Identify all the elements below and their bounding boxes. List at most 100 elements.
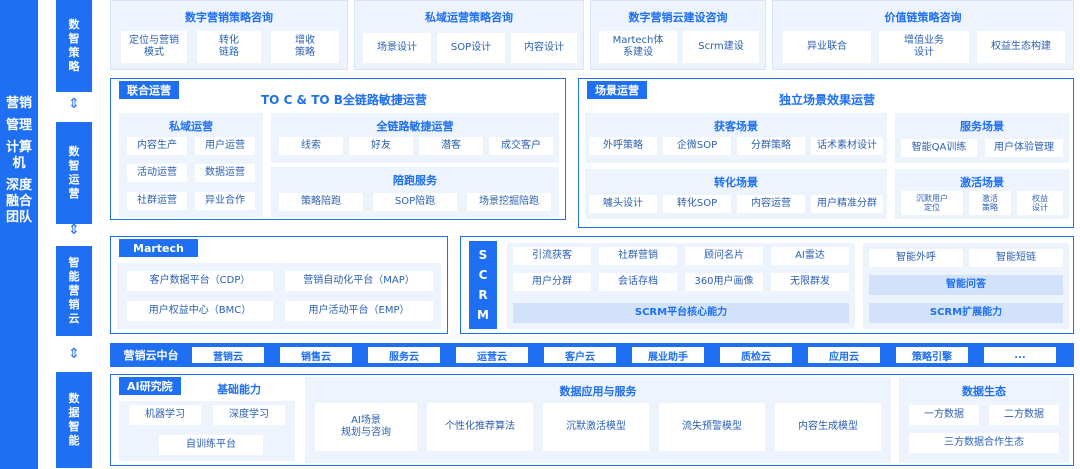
ai-base-title: 基础能力: [217, 383, 261, 396]
private-ops-item: 数据运营: [195, 164, 255, 182]
ai-eco-item: 一方数据: [909, 405, 979, 425]
ai-base-item: 自训练平台: [159, 435, 263, 455]
race-item: 场景挖掘陪跑: [467, 193, 551, 211]
activate-item: 权益 设计: [1017, 191, 1063, 215]
convert-scene-box: 转化场景 噱头设计 转化SOP 内容运营 用户精准分群: [585, 169, 887, 219]
ai-institute-panel: AI研究院 基础能力 机器学习 深度学习 自训练平台 数据应用与服务 AI场景 …: [110, 374, 1074, 466]
cloud-item: 应用云: [808, 347, 880, 363]
scrm-core-item: 会话存档: [599, 273, 677, 291]
layer-strategy: 数智策略: [56, 0, 92, 92]
acquire-item: 外呼策略: [589, 137, 657, 155]
private-ops-item: 异业合作: [195, 192, 255, 210]
martech-item: 用户活动平台（EMP）: [285, 301, 433, 321]
agile-ops-item: 成交客户: [489, 137, 553, 155]
private-ops-box: 私域运营 内容生产 用户运营 活动运营 数据运营 社群运营 异业合作: [119, 113, 263, 217]
strategy-item: 异业联合: [783, 31, 871, 63]
martech-item: 营销自动化平台（MAP）: [285, 271, 433, 291]
race-item: 策略陪跑: [279, 193, 363, 211]
scene-operations-panel: 场景运营 独立场景效果运营 获客场景 外呼策略 企微SOP 分群策略 话术素材设…: [578, 78, 1074, 228]
martech-item: 客户数据平台（CDP）: [127, 271, 273, 291]
strategy-item: Scrm建设: [683, 31, 759, 63]
martech-item: 用户权益中心（BMC）: [127, 301, 273, 321]
scene-ops-heading: 独立场景效果运营: [779, 93, 876, 107]
ai-eco-item: 三方数据合作生态: [909, 433, 1059, 453]
joint-ops-tag: 联合运营: [119, 81, 179, 99]
ai-app-item: 流失预警模型: [659, 403, 765, 451]
agile-ops-item: 潜客: [419, 137, 483, 155]
arrow-down-icon: ⇕: [68, 346, 80, 362]
scrm-core-box: 引流获客 社群营销 顾问名片 AI雷达 用户分群 会话存档 360用户画像 无限…: [507, 243, 855, 329]
left-title-3: 计算机: [6, 140, 33, 171]
cloud-item: 服务云: [368, 347, 440, 363]
scrm-vertical-label: S C R M: [469, 241, 497, 329]
strategy-value-chain: 价值链策略咨询 异业联合 增值业务 设计 权益生态构建: [772, 0, 1074, 70]
scrm-ext-highlight: 智能问答: [869, 275, 1063, 295]
private-ops-item: 内容生产: [127, 137, 187, 155]
scrm-core-item: 引流获客: [513, 247, 591, 265]
layer-cloud: 智能营销云: [56, 246, 92, 336]
layer-data: 数据智能: [56, 372, 92, 468]
scrm-ext-label: SCRM扩展能力: [869, 303, 1063, 323]
cloud-item: 销售云: [280, 347, 352, 363]
race-item: SOP陪跑: [373, 193, 457, 211]
activate-item: 沉默用户 定位: [901, 191, 963, 215]
ai-app-item: 沉默激活模型: [543, 403, 649, 451]
scrm-ext-box: 智能外呼 智能短链 智能问答 SCRM扩展能力: [863, 243, 1069, 329]
strategy-private-domain: 私域运营策略咨询 场景设计 SOP设计 内容设计: [354, 0, 584, 70]
scrm-core-item: AI雷达: [771, 247, 849, 265]
activate-item: 激活 策略: [969, 191, 1011, 215]
convert-item: 噱头设计: [589, 195, 657, 213]
strategy-item: 场景设计: [363, 33, 431, 63]
scrm-core-item: 用户分群: [513, 273, 591, 291]
arrow-down-icon: ⇕: [68, 96, 80, 112]
activate-scene-box: 激活场景 沉默用户 定位 激活 策略 权益 设计: [895, 169, 1069, 219]
ai-app-item: AI场景 规划与咨询: [315, 403, 417, 451]
joint-ops-heading: TO C & TO B全链路敏捷运营: [261, 93, 427, 107]
left-title-1: 营销: [6, 96, 33, 111]
strategy-item: 定位与营销 模式: [121, 31, 187, 63]
martech-tag: Martech: [119, 239, 198, 257]
martech-panel: Martech 客户数据平台（CDP） 营销自动化平台（MAP） 用户权益中心（…: [110, 236, 448, 334]
left-title-4: 深度融合团队: [6, 178, 33, 225]
layer-operation: 数智运营: [56, 122, 92, 224]
strategy-cloud-build: 数字营销云建设咨询 Martech体 系建设 Scrm建设: [590, 0, 766, 70]
ai-app-item: 内容生成模型: [775, 403, 881, 451]
convert-item: 内容运营: [737, 195, 805, 213]
scrm-panel: S C R M 引流获客 社群营销 顾问名片 AI雷达 用户分群 会话存档 36…: [460, 236, 1074, 334]
convert-item: 转化SOP: [663, 195, 731, 213]
strategy-item: 增值业务 设计: [879, 31, 969, 63]
private-ops-item: 用户运营: [195, 137, 255, 155]
agile-ops-item: 线索: [279, 137, 343, 155]
left-title-2: 管理: [6, 118, 33, 133]
ai-base-item: 机器学习: [129, 405, 201, 425]
arrow-down-icon: ⇕: [68, 222, 80, 238]
ai-eco-item: 二方数据: [989, 405, 1059, 425]
scrm-core-item: 无限群发: [771, 273, 849, 291]
service-item: 智能QA训练: [901, 139, 977, 157]
agile-ops-item: 好友: [349, 137, 413, 155]
ai-tag: AI研究院: [119, 377, 181, 395]
cloud-item: 运营云: [456, 347, 528, 363]
strategy-item: Martech体 系建设: [599, 31, 677, 63]
scene-ops-tag: 场景运营: [587, 81, 647, 99]
cloud-item: 营销云: [192, 347, 264, 363]
scrm-core-label: SCRM平台核心能力: [513, 303, 849, 323]
acquire-item: 话术素材设计: [811, 137, 883, 155]
ai-apps-box: 数据应用与服务 AI场景 规划与咨询 个性化推荐算法 沉默激活模型 流失预警模型…: [305, 377, 891, 463]
ai-base-box: 机器学习 深度学习 自训练平台: [119, 401, 295, 461]
cloud-item: 客户云: [544, 347, 616, 363]
ai-base-item: 深度学习: [213, 405, 285, 425]
service-scene-box: 服务场景 智能QA训练 用户体验管理: [895, 113, 1069, 163]
cloud-item: 质检云: [720, 347, 792, 363]
marketing-cloud-bar: 营销云中台 营销云 销售云 服务云 运营云 客户云 展业助手 质检云 应用云 策…: [110, 343, 1074, 367]
private-ops-item: 活动运营: [127, 164, 187, 182]
strategy-item: 增收 策略: [271, 31, 339, 63]
cloud-item: 展业助手: [632, 347, 704, 363]
scrm-ext-item: 智能短链: [969, 249, 1063, 267]
scrm-ext-item: 智能外呼: [869, 249, 963, 267]
convert-item: 用户精准分群: [811, 195, 883, 213]
acquire-item: 分群策略: [737, 137, 805, 155]
ai-app-item: 个性化推荐算法: [427, 403, 533, 451]
joint-operations-panel: 联合运营 TO C & TO B全链路敏捷运营 私域运营 内容生产 用户运营 活…: [110, 78, 566, 220]
acquire-item: 企微SOP: [663, 137, 731, 155]
